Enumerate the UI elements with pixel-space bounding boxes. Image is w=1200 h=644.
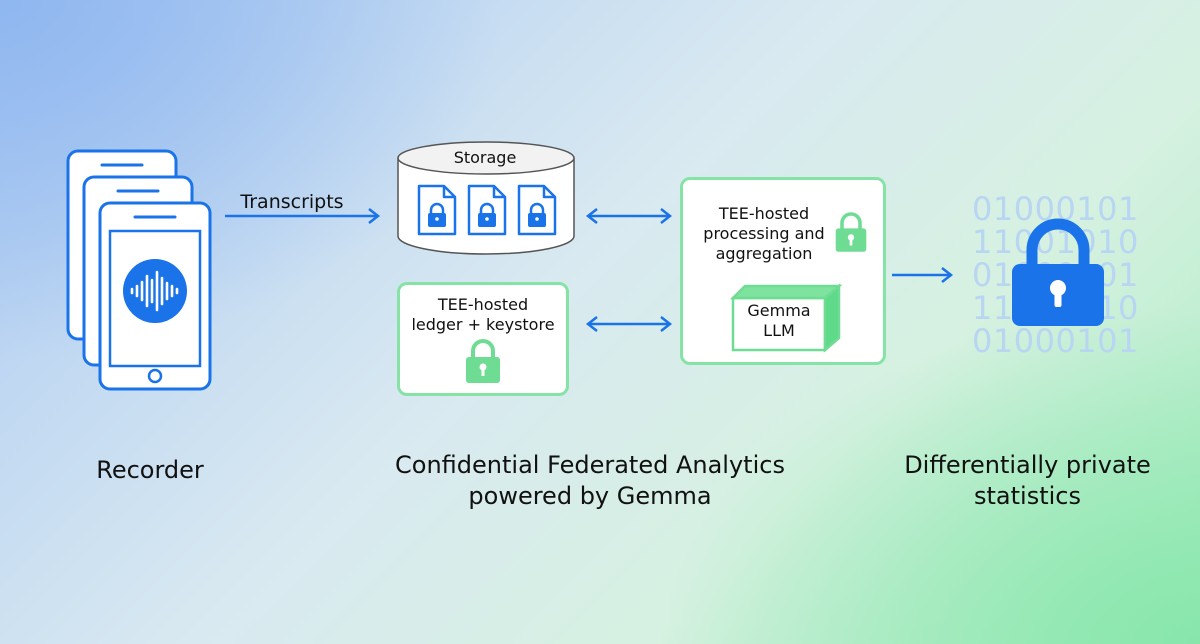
processing-box: TEE-hosted processing and aggregation Ge…: [680, 177, 886, 365]
arrow-ledger-processing: [585, 316, 673, 332]
ledger-title: TEE-hosted ledger + keystore: [411, 295, 555, 334]
arrow-processing-output: [892, 267, 954, 283]
processing-title: TEE-hosted processing and aggregation: [703, 204, 825, 263]
lock-icon: [466, 339, 500, 383]
binary-row: 11001010: [972, 223, 1139, 261]
arrow-transcripts: [225, 208, 381, 224]
model-label: Gemma LLM: [747, 301, 811, 340]
padlock-icon: [1012, 218, 1104, 326]
locked-file-icon: [467, 184, 507, 236]
cfa-label: Confidential Federated Analytics powered…: [395, 451, 785, 511]
arrow-storage-processing: [585, 208, 673, 224]
binary-row: 01000101: [972, 322, 1139, 360]
locked-file-icon: [517, 184, 557, 236]
storage-title: Storage: [453, 148, 517, 167]
waveform-icon: [123, 259, 187, 323]
recorder-label: Recorder: [96, 456, 204, 484]
output-label: Differentially private statistics: [904, 451, 1151, 511]
edge-label-transcripts: Transcripts: [240, 191, 344, 213]
lock-icon: [835, 212, 867, 252]
model-cube: [729, 283, 843, 353]
locked-file-icon: [417, 184, 457, 236]
ledger-box: TEE-hosted ledger + keystore: [397, 282, 569, 396]
